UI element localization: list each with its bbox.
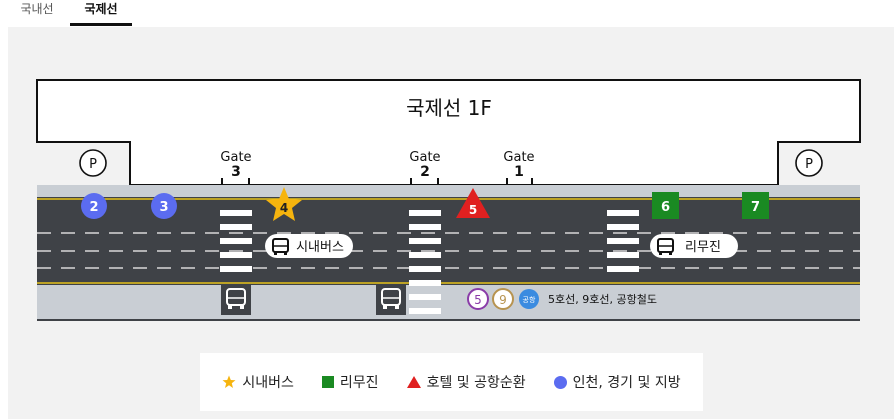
parking-icon-left: P bbox=[79, 149, 107, 177]
svg-text:3: 3 bbox=[159, 200, 168, 215]
circle-icon bbox=[553, 375, 567, 389]
stop-3-marker[interactable]: 3 bbox=[151, 193, 177, 219]
bus-stop-icon-left bbox=[221, 285, 251, 315]
subway-line-5-icon: 5 bbox=[467, 288, 489, 310]
svg-text:공항: 공항 bbox=[523, 295, 536, 304]
limousine-badge: 리무진 bbox=[650, 234, 738, 258]
bottom-sidewalk bbox=[37, 285, 860, 320]
active-tab-indicator bbox=[70, 23, 132, 26]
legend-item-hotel-airport-loop: 호텔 및 공항순환 bbox=[406, 372, 526, 392]
airport-rail-icon: 공항 bbox=[519, 289, 539, 309]
square-icon bbox=[321, 376, 334, 388]
subway-line-9-icon: 9 bbox=[492, 288, 514, 310]
bus-stop-icon-center bbox=[376, 285, 406, 315]
svg-text:3: 3 bbox=[231, 164, 241, 180]
svg-text:2: 2 bbox=[420, 164, 430, 180]
crosswalk-center bbox=[409, 210, 441, 314]
crosswalk-right bbox=[607, 210, 639, 272]
svg-text:9: 9 bbox=[499, 293, 507, 307]
stop-2-marker[interactable]: 2 bbox=[81, 193, 107, 219]
tab-international[interactable]: 국제선 bbox=[84, 2, 118, 16]
parking-icon-right: P bbox=[795, 149, 823, 177]
tab-bar: 국내선 국제선 bbox=[0, 0, 894, 27]
tab-domestic[interactable]: 국내선 bbox=[20, 2, 54, 16]
legend-item-city-bus: 시내버스 bbox=[222, 372, 294, 392]
svg-text:리무진: 리무진 bbox=[685, 240, 721, 255]
svg-text:5: 5 bbox=[474, 293, 482, 307]
triangle-icon bbox=[406, 376, 421, 388]
building-label: 국제선 1F bbox=[406, 96, 492, 120]
legend-item-limousine: 리무진 bbox=[321, 372, 379, 392]
stop-6-marker[interactable]: 6 bbox=[652, 192, 679, 219]
svg-text:2: 2 bbox=[89, 200, 98, 215]
svg-text:P: P bbox=[805, 157, 813, 172]
star-icon bbox=[222, 375, 236, 388]
crosswalk-left bbox=[220, 210, 252, 272]
svg-text:Gate: Gate bbox=[503, 150, 534, 165]
svg-text:P: P bbox=[89, 157, 97, 172]
bus-icon bbox=[657, 238, 674, 255]
svg-text:5: 5 bbox=[469, 203, 477, 217]
svg-text:Gate: Gate bbox=[409, 150, 440, 165]
svg-text:7: 7 bbox=[751, 200, 760, 215]
stop-5-marker[interactable]: 5 bbox=[456, 188, 490, 218]
stop-7-marker[interactable]: 7 bbox=[742, 192, 769, 219]
city-bus-badge: 시내버스 bbox=[265, 234, 353, 258]
svg-text:1: 1 bbox=[514, 164, 524, 180]
legend: 시내버스 리무진 호텔 및 공항순환 인천, 경기 및 지방 bbox=[200, 353, 703, 411]
gate-1: Gate 1 bbox=[503, 150, 535, 188]
subway-label: 5호선, 9호선, 공항철도 bbox=[548, 293, 657, 306]
legend-item-incheon-gyeonggi-regional: 인천, 경기 및 지방 bbox=[553, 372, 681, 392]
bus-icon bbox=[272, 238, 289, 255]
svg-text:4: 4 bbox=[280, 201, 288, 215]
stop-4-marker[interactable]: 4 bbox=[266, 187, 302, 221]
svg-text:Gate: Gate bbox=[220, 150, 251, 165]
svg-text:6: 6 bbox=[661, 200, 670, 215]
svg-text:시내버스: 시내버스 bbox=[296, 240, 344, 255]
